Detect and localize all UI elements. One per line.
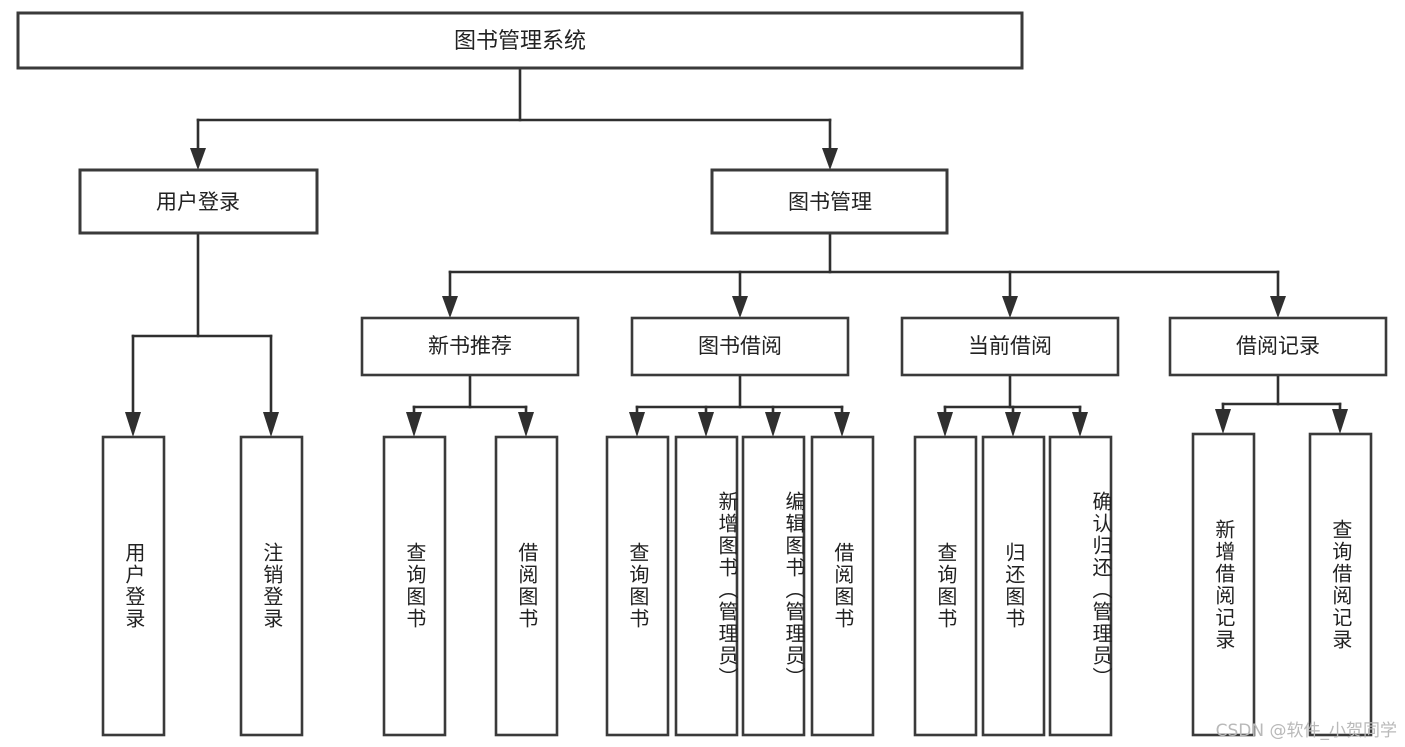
node-root-box[interactable]: [16, 11, 1024, 70]
arrow-head-current-borrow: [1002, 296, 1018, 318]
arrow-head-cb-leaf-3: [1072, 412, 1088, 437]
connectors-current-borrow: [937, 373, 1088, 437]
arrow-head-borrow-records: [1270, 296, 1286, 318]
leaf-box-br-add-record[interactable]: [1191, 432, 1256, 737]
node-root-label: 图书管理系统: [454, 29, 586, 54]
leaf-boxes-new-book-recommend: [382, 435, 559, 737]
connectors-new-book-recommend: [406, 373, 534, 437]
node-book-manage-label: 图书管理: [788, 190, 872, 214]
arrow-head-bb-leaf-2: [698, 412, 714, 437]
leaf-boxes-user-login: [101, 435, 304, 737]
arrow-head-new-book: [442, 296, 458, 318]
leaf-box-br-query-record[interactable]: [1308, 432, 1373, 737]
connectors-book-manage: [442, 231, 1286, 318]
node-book-manage-box[interactable]: [710, 168, 949, 235]
arrow-head-br-leaf-2: [1332, 409, 1348, 434]
node-new-book-recommend-box[interactable]: [360, 316, 580, 377]
arrow-head-cb-leaf-2: [1005, 412, 1021, 437]
leaf-box-user-login[interactable]: [101, 435, 166, 737]
connectors-user-login: [125, 231, 279, 437]
leaf-box-bb-borrow-book[interactable]: [810, 435, 875, 737]
connectors-borrow-records: [1215, 373, 1348, 434]
arrow-head-user-login: [190, 148, 206, 170]
connectors-book-borrow: [629, 373, 850, 437]
arrow-head-br-leaf-1: [1215, 409, 1231, 434]
leaf-box-bb-add-book[interactable]: [674, 435, 739, 737]
arrow-head-nb-leaf-1: [406, 412, 422, 437]
node-current-borrow-label: 当前借阅: [968, 334, 1052, 358]
node-user-login-label: 用户登录: [156, 190, 240, 214]
arrow-head-nb-leaf-2: [518, 412, 534, 437]
leaf-box-bb-query-book[interactable]: [605, 435, 670, 737]
node-current-borrow-box[interactable]: [900, 316, 1120, 377]
leaf-boxes-book-borrow: [605, 435, 875, 737]
leaf-boxes-borrow-records: [1191, 432, 1373, 737]
node-borrow-records-box[interactable]: [1168, 316, 1388, 377]
connectors-root: [190, 66, 838, 170]
leaf-box-cb-query-book[interactable]: [913, 435, 978, 737]
node-new-book-recommend-label: 新书推荐: [428, 334, 512, 358]
arrow-head-book-manage: [822, 148, 838, 170]
watermark-label: CSDN @软件_小贺同学: [1215, 721, 1397, 741]
node-borrow-records-label: 借阅记录: [1236, 334, 1320, 358]
arrow-head-book-borrow: [732, 296, 748, 318]
node-book-borrow-label: 图书借阅: [698, 334, 782, 358]
leaf-box-logout[interactable]: [239, 435, 304, 737]
arrow-head-bb-leaf-1: [629, 412, 645, 437]
arrow-head-bb-leaf-3: [765, 412, 781, 437]
leaf-box-cb-return-book[interactable]: [981, 435, 1046, 737]
arrow-head-cb-leaf-1: [937, 412, 953, 437]
leaf-boxes-current-borrow: [913, 435, 1113, 737]
node-user-login-box[interactable]: [78, 168, 319, 235]
arrow-head-leaf-user-login: [125, 412, 141, 437]
arrow-head-bb-leaf-4: [834, 412, 850, 437]
leaf-box-cb-confirm-return[interactable]: [1048, 435, 1113, 737]
arrow-head-leaf-logout: [263, 412, 279, 437]
leaf-box-nb-query-book[interactable]: [382, 435, 447, 737]
leaf-box-bb-edit-book[interactable]: [741, 435, 806, 737]
leaf-box-nb-borrow-book[interactable]: [494, 435, 559, 737]
node-book-borrow-box[interactable]: [630, 316, 850, 377]
